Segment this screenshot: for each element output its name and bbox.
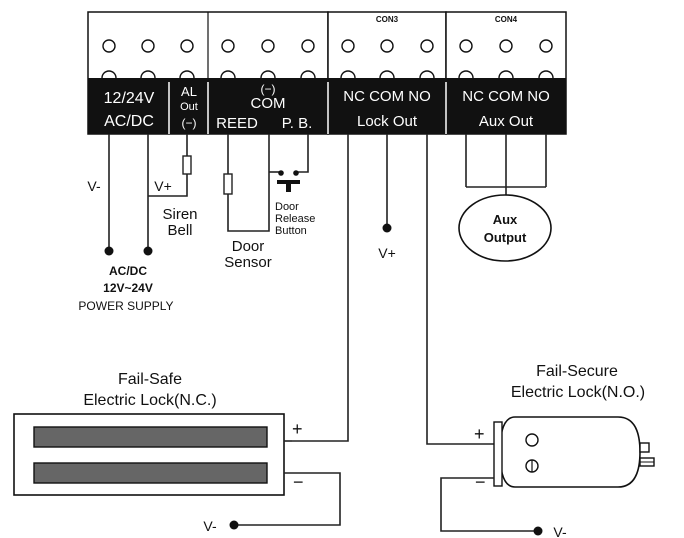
screw-terminal <box>180 39 194 53</box>
power-supply-label: POWER SUPPLY <box>78 299 173 313</box>
fail-secure-lock: Fail-Secure Electric Lock(N.O.) + − V- <box>440 363 655 538</box>
door-release-label: Door <box>275 201 299 213</box>
fail-secure-faceplate <box>493 421 503 487</box>
lock-wiring: V+ <box>292 134 494 445</box>
fail-secure-bolt-top <box>639 442 650 453</box>
screw-terminals <box>102 39 553 53</box>
siren-resistor-symbol <box>182 155 192 175</box>
con3-label: CON3 <box>376 15 399 24</box>
alarm-terminal-label-2: Out <box>180 101 198 113</box>
fail-safe-armature-top <box>33 426 268 448</box>
power-terminal-label: 12/24V <box>104 90 155 107</box>
door-sensor-label-2: Sensor <box>224 254 272 271</box>
screw-terminal <box>102 39 116 53</box>
lock-out-label: Lock Out <box>357 113 418 130</box>
power-terminal-label-2: AC/DC <box>104 113 154 130</box>
screw-terminal <box>380 39 394 53</box>
aux-output-label: Aux <box>493 212 518 227</box>
com-terminal-label-2: COM <box>251 95 286 112</box>
fail-safe-subtitle: Electric Lock(N.C.) <box>83 392 216 409</box>
supply-voltage-label: 12V~24V <box>103 281 153 295</box>
lock-v-plus-label: V+ <box>378 245 396 261</box>
screw-terminal <box>420 39 434 53</box>
door-release-label-2: Release <box>275 213 315 225</box>
alarm-terminal-label-3: (−) <box>182 116 197 130</box>
fail-safe-v-minus-node <box>229 520 239 530</box>
screw-terminal <box>459 39 473 53</box>
screw-terminal <box>499 39 513 53</box>
lock-relay-contacts-label: NC COM NO <box>343 88 431 105</box>
alarm-terminal-label: AL <box>181 84 197 99</box>
screw-terminal <box>141 39 155 53</box>
aux-relay-contacts-label: NC COM NO <box>462 88 550 105</box>
fail-safe-title: Fail-Safe <box>118 371 182 388</box>
fail-secure-lock-body <box>499 416 641 488</box>
fail-safe-minus-label: − <box>293 472 304 492</box>
aux-out-label: Aux Out <box>479 113 534 130</box>
terminal-label-band <box>88 78 566 134</box>
fail-safe-plus-label: + <box>292 419 303 439</box>
screw-terminal <box>301 39 315 53</box>
fail-secure-minus-label: − <box>475 472 486 492</box>
bell-label: Bell <box>167 222 192 239</box>
door-sensor-symbol <box>223 173 233 195</box>
fail-secure-screw-1 <box>525 433 539 447</box>
fail-safe-v-minus-label: V- <box>203 518 217 534</box>
siren-label: Siren <box>162 206 197 223</box>
door-wiring: Door Release Button Door Sensor <box>223 134 315 271</box>
com-terminal-label: (−) <box>261 82 276 96</box>
fail-safe-lock: Fail-Safe Electric Lock(N.C.) + − V- <box>13 371 341 534</box>
screw-terminal <box>221 39 235 53</box>
aux-wiring: Aux Output <box>458 134 552 262</box>
fail-safe-armature-bottom <box>33 462 268 484</box>
reed-terminal-label: REED <box>216 115 258 132</box>
door-release-button-symbol <box>277 180 300 184</box>
fail-secure-plus-label: + <box>474 424 485 444</box>
aux-output-device <box>458 194 552 262</box>
supply-type-label: AC/DC <box>109 264 147 278</box>
supply-negative-node <box>104 246 114 256</box>
screw-terminal <box>539 39 553 53</box>
fail-secure-v-minus-node <box>533 526 543 536</box>
v-minus-label: V- <box>87 178 101 194</box>
door-sensor-label: Door <box>232 238 265 255</box>
screw-terminal <box>261 39 275 53</box>
con4-label: CON4 <box>495 15 518 24</box>
lock-v-plus-node <box>382 223 392 233</box>
pb-terminal-label: P. B. <box>282 115 313 132</box>
terminal-strip: CON3 CON4 <box>87 11 567 135</box>
fail-secure-title: Fail-Secure <box>536 363 618 380</box>
screw-terminal <box>341 39 355 53</box>
v-plus-label: V+ <box>154 178 172 194</box>
fail-secure-subtitle: Electric Lock(N.O.) <box>511 384 645 401</box>
fail-secure-v-minus-label: V- <box>553 524 567 538</box>
power-wiring: V- V+ Siren Bell AC/DC 12V~24V POWER SUP… <box>78 134 198 313</box>
door-release-label-3: Button <box>275 225 307 237</box>
aux-output-label-2: Output <box>484 230 527 245</box>
supply-positive-node <box>143 246 153 256</box>
